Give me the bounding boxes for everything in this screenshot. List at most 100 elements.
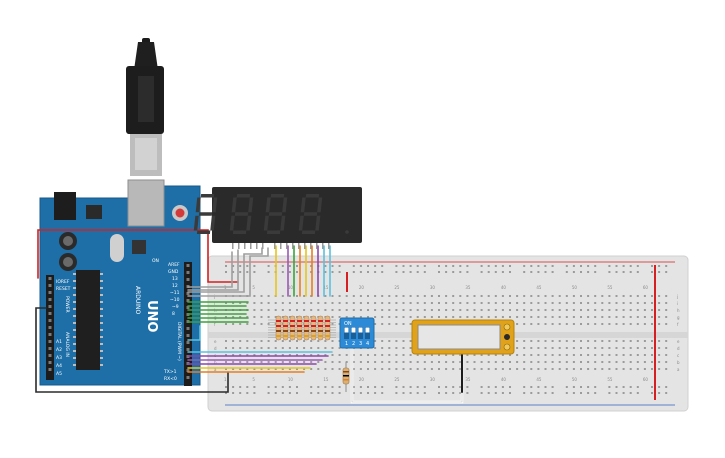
breadboard-hole: [395, 354, 398, 356]
wire-display-gray-4[interactable]: [187, 247, 269, 297]
resistor-array[interactable]: [268, 315, 336, 341]
row-letter: e: [214, 339, 217, 344]
breadboard-hole: [580, 295, 582, 297]
rail-hole: [438, 386, 440, 388]
breadboard-hole: [544, 347, 547, 349]
rail-hole: [445, 386, 448, 388]
dip-toggle[interactable]: [344, 327, 349, 333]
breadboard-hole: [324, 361, 327, 363]
rail-hole: [629, 265, 632, 267]
rail-hole: [487, 386, 490, 388]
rail-hole: [622, 271, 625, 273]
column-number: 20: [359, 377, 365, 382]
display-pin: [298, 243, 300, 249]
breadboard-hole: [665, 340, 668, 342]
breadboard-hole: [643, 354, 646, 356]
breadboard-hole: [274, 347, 277, 349]
rail-hole: [409, 265, 412, 267]
arduino-uno-board[interactable]: UNO ARDUINO AREF GND 13 12 ~11 ~10 ~9 8 …: [39, 179, 201, 386]
breadboard-hole: [303, 340, 306, 342]
label-gnd: GND: [168, 269, 179, 275]
breadboard-hole: [572, 340, 575, 342]
rail-hole: [665, 392, 668, 394]
rail-hole: [530, 392, 533, 394]
resistor[interactable]: [282, 315, 289, 341]
breadboard-hole: [374, 316, 377, 318]
header-pin: [48, 284, 52, 287]
usb-cable[interactable]: [126, 38, 164, 176]
rail-hole: [352, 271, 355, 273]
rail-hole: [324, 392, 327, 394]
display-segment: [263, 215, 269, 231]
breadboard-hole: [466, 302, 469, 304]
wire-display-gray-1[interactable]: [187, 251, 233, 288]
rail-hole: [523, 392, 526, 394]
chip-pin: [100, 280, 103, 282]
breadboard-hole: [409, 354, 412, 356]
column-number: 1: [224, 377, 227, 382]
rail-hole: [416, 265, 419, 267]
wire-display-gray-3[interactable]: [187, 247, 263, 293]
breadboard-hole: [338, 361, 341, 363]
voltage-regulator: [86, 205, 102, 219]
rail-hole: [331, 386, 334, 388]
rail-hole: [317, 386, 320, 388]
resistor[interactable]: [317, 315, 324, 341]
dip-toggle[interactable]: [365, 327, 370, 333]
column-number: 5: [252, 285, 255, 290]
rail-hole: [537, 392, 540, 394]
row-letter: a: [677, 367, 680, 372]
resistor[interactable]: [324, 315, 331, 341]
display-pin: [232, 243, 234, 249]
resistor[interactable]: [275, 315, 282, 341]
breadboard-hole: [473, 354, 476, 356]
resistor[interactable]: [289, 315, 296, 341]
breadboard-hole: [367, 316, 369, 318]
resistor[interactable]: [303, 315, 310, 341]
breadboard-hole: [587, 316, 590, 318]
rail-hole: [537, 271, 540, 273]
breadboard-hole: [402, 368, 405, 370]
rail-hole: [594, 386, 597, 388]
breadboard-hole: [580, 347, 582, 349]
breadboard-hole: [580, 368, 582, 370]
resistor[interactable]: [296, 315, 303, 341]
breadboard-hole: [267, 340, 270, 342]
breadboard-hole: [608, 354, 611, 356]
breadboard-hole: [565, 347, 568, 349]
rail-hole: [587, 386, 590, 388]
column-number: 25: [394, 285, 400, 290]
display-segment: [303, 212, 318, 216]
wires[interactable]: [35, 229, 464, 404]
rail-hole: [296, 386, 298, 388]
rail-hole: [438, 392, 440, 394]
breadboard-hole: [523, 316, 526, 318]
rail-hole: [544, 265, 547, 267]
breadboard-hole: [487, 302, 490, 304]
rail-hole: [381, 271, 384, 273]
rail-hole: [480, 386, 483, 388]
breadboard-hole: [501, 354, 504, 356]
column-number: 20: [359, 285, 365, 290]
pulldown-resistor[interactable]: [342, 362, 350, 392]
wire-cyan-short[interactable]: [187, 325, 201, 341]
breadboard-hole: [246, 347, 249, 349]
lcd-module[interactable]: [411, 319, 515, 355]
breadboard-hole: [288, 295, 291, 297]
display-pin: [262, 243, 264, 249]
wire-power-red[interactable]: [37, 229, 239, 283]
rail-hole: [580, 271, 582, 273]
dip-switch[interactable]: ON 1 2 3 4: [339, 317, 375, 349]
digital-header[interactable]: [184, 262, 192, 386]
seven-segment-display[interactable]: [193, 187, 362, 249]
wire-display-gray-2[interactable]: [187, 249, 239, 291]
wire-ground-black[interactable]: [35, 307, 229, 393]
column-number: 55: [607, 377, 613, 382]
breadboard-hole: [551, 368, 554, 370]
row-letter: f: [214, 322, 216, 327]
resistor[interactable]: [310, 315, 317, 341]
dip-toggle[interactable]: [358, 327, 363, 333]
dip-toggle[interactable]: [351, 327, 356, 333]
rail-hole: [480, 271, 483, 273]
breadboard-hole: [594, 368, 597, 370]
